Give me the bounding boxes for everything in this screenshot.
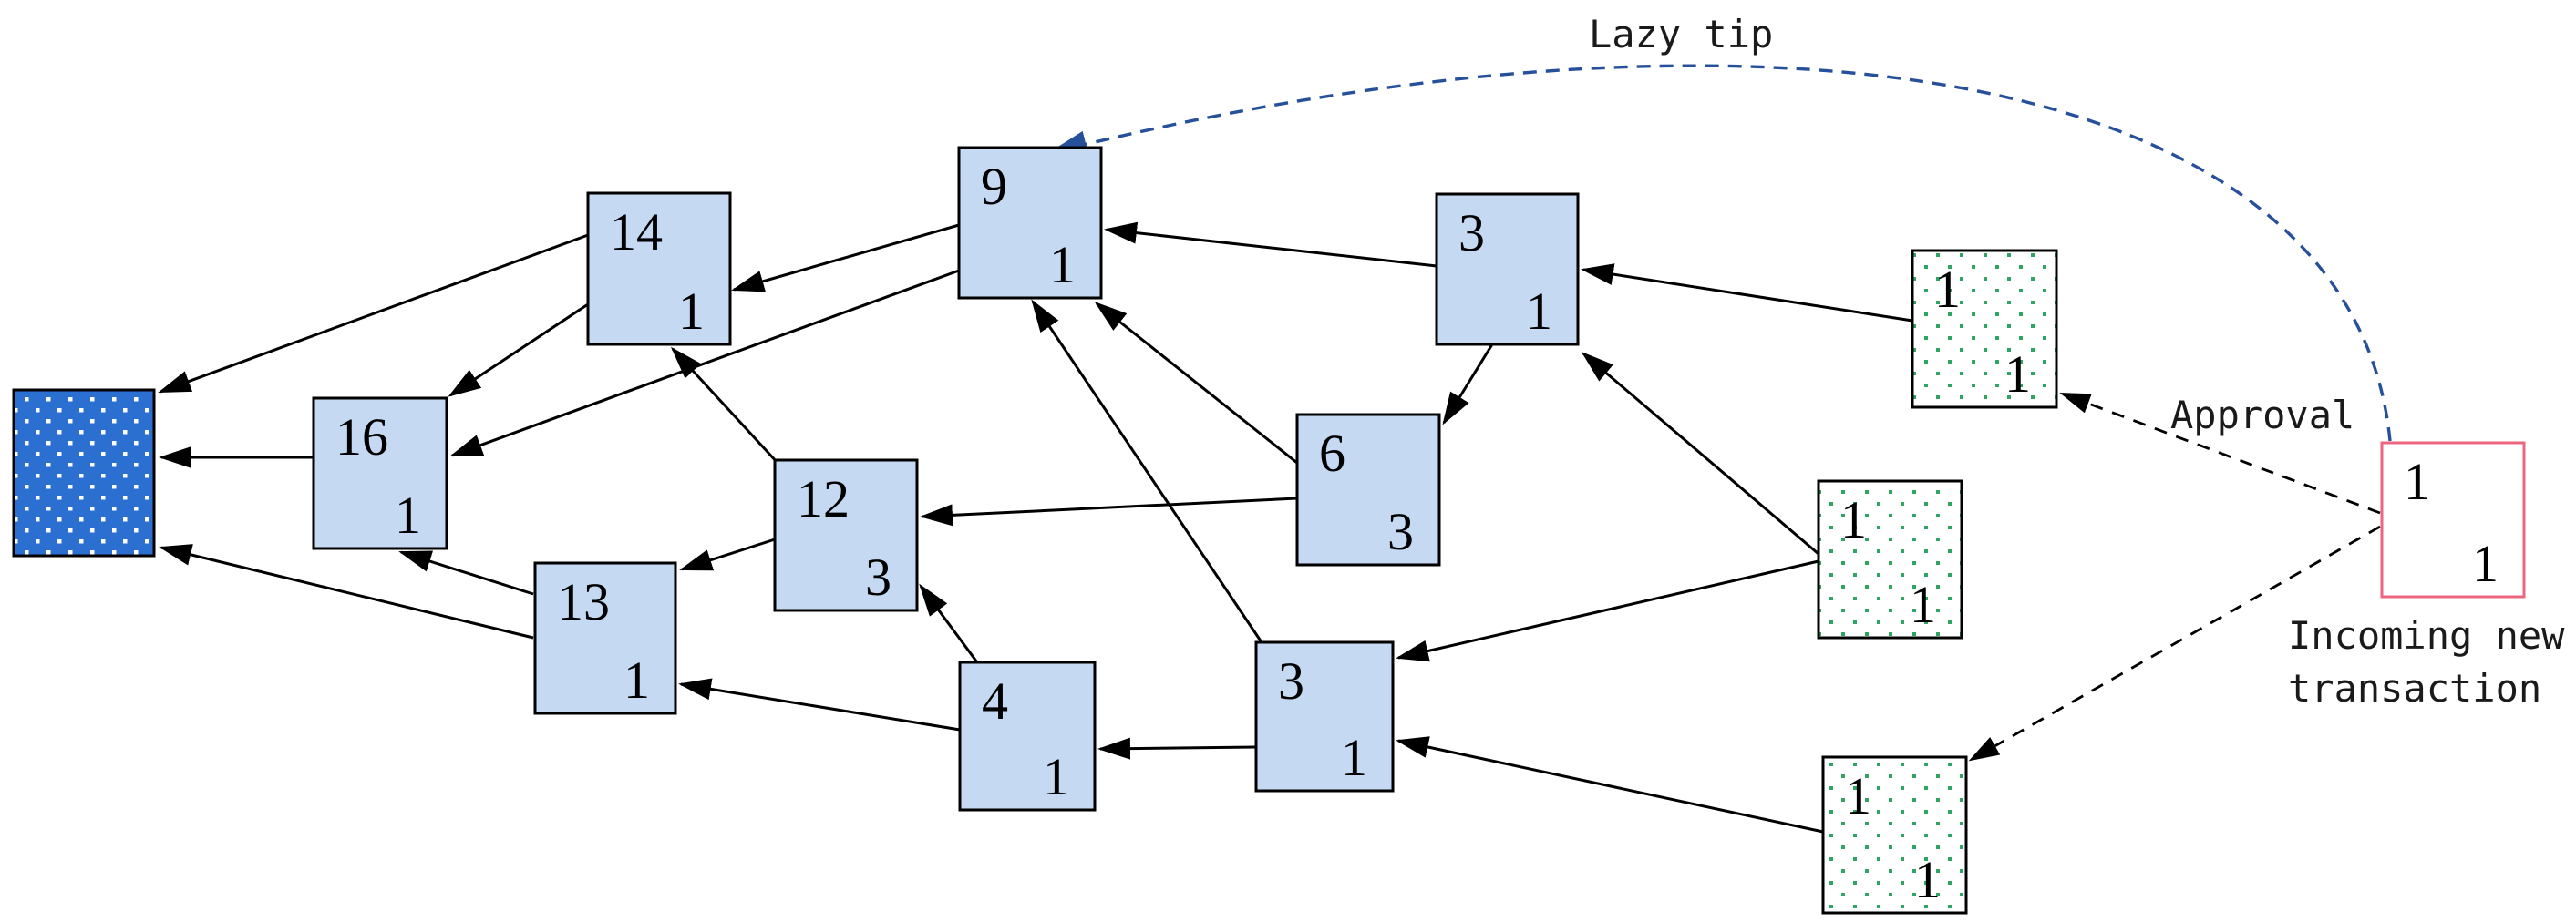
- approval-label: Approval: [2170, 393, 2354, 437]
- tangle-node-12: 12 3: [773, 458, 919, 612]
- tangle-node-incoming: 11: [2380, 441, 2526, 599]
- node-box-tip-c: [1821, 755, 1968, 915]
- edges-layer: [158, 221, 2381, 834]
- node-box-3b: [1254, 640, 1395, 793]
- node-index-text: 12: [797, 469, 850, 528]
- node-box-9: [957, 146, 1103, 300]
- node-weight-text: 1: [2004, 344, 2031, 404]
- node-index-text: 1: [2404, 452, 2430, 511]
- node-index-text: 1: [1934, 260, 1961, 319]
- node-weight-text: 1: [1914, 850, 1941, 909]
- labels-layer: Lazy tip Approval Incoming new transacti…: [1589, 12, 2565, 711]
- node-weight-text: 1: [1341, 728, 1367, 787]
- node-weight-text: 1: [2472, 534, 2499, 593]
- incoming-transaction-label-line2: transaction: [2288, 666, 2541, 711]
- node-box-tip-a: [1911, 249, 2058, 409]
- edge-incoming-tip-a: [2059, 392, 2381, 515]
- node-box-genesis: [12, 388, 156, 558]
- node-box-incoming: [2380, 441, 2526, 599]
- node-weight-text: 1: [1526, 282, 1552, 341]
- node-box-tip-b: [1817, 479, 1963, 640]
- edge-12-13: [679, 538, 776, 571]
- edge-3a-9: [1104, 221, 1437, 268]
- node-weight-text: 1: [678, 282, 705, 341]
- edge-13-genesis: [159, 544, 534, 640]
- tangle-node-6: 63: [1295, 413, 1441, 567]
- edge-3b-4: [1097, 737, 1257, 760]
- node-index-text: 13: [557, 572, 610, 631]
- tangle-node-3b: 31: [1254, 640, 1395, 793]
- edge-14-genesis: [158, 233, 589, 394]
- tangle-node-13: 131: [533, 561, 677, 715]
- node-box-3a: [1435, 192, 1580, 346]
- tangle-node-4: 41: [958, 661, 1097, 812]
- node-index-text: 3: [1278, 651, 1304, 711]
- edge-4-12: [919, 583, 979, 663]
- node-index-text: 3: [1458, 203, 1485, 262]
- node-box-16: [312, 396, 448, 550]
- tangle-node-16: 161: [312, 396, 448, 550]
- node-index-text: 1: [1840, 490, 1867, 549]
- edge-9-14: [731, 223, 960, 292]
- tangle-node-9: 91: [957, 146, 1103, 300]
- node-index-text: 14: [610, 202, 663, 261]
- edge-tip-b-3a: [1581, 352, 1819, 556]
- node-weight-text: 1: [623, 651, 650, 710]
- node-weight-text: 3: [865, 548, 891, 607]
- edge-6-12: [920, 497, 1298, 527]
- node-weight-text: 1: [395, 486, 421, 545]
- edge-9-16: [449, 269, 960, 457]
- node-weight-text: 1: [1043, 747, 1069, 806]
- tangle-node-14: 14 1: [586, 191, 732, 346]
- lazy-tip-label: Lazy tip: [1589, 12, 1773, 56]
- edge-3a-6: [1442, 343, 1494, 425]
- incoming-transaction-label-line1: Incoming new: [2288, 613, 2565, 658]
- tangle-node-3a: 31: [1435, 192, 1580, 346]
- tangle-node-tip-a: 11: [1911, 249, 2058, 409]
- node-box-12: [773, 458, 919, 612]
- edge-incoming-tip-c: [1968, 525, 2381, 762]
- node-box-4: [958, 661, 1097, 812]
- edge-tip-a-3a: [1581, 263, 1913, 323]
- tangle-node-genesis: [12, 388, 156, 558]
- edge-3b-9: [1031, 299, 1263, 643]
- node-weight-text: 1: [1049, 235, 1076, 294]
- node-weight-text: 1: [1910, 575, 1936, 634]
- edge-tip-b-3b: [1396, 559, 1819, 662]
- lazy-tip-curve: [1046, 64, 2392, 442]
- node-index-text: 16: [335, 407, 388, 466]
- tangle-node-tip-b: 11: [1817, 479, 1963, 640]
- node-weight-text: 3: [1387, 502, 1414, 561]
- node-box-14: [586, 191, 732, 346]
- edge-6-9: [1094, 302, 1298, 465]
- node-box-6: [1295, 413, 1441, 567]
- edge-14-16: [448, 302, 589, 397]
- node-index-text: 4: [982, 671, 1008, 731]
- node-index-text: 6: [1319, 424, 1345, 483]
- tangle-node-tip-c: 11: [1821, 755, 1968, 915]
- edge-tip-c-3b: [1396, 736, 1824, 834]
- edge-4-13: [678, 678, 961, 732]
- node-index-text: 9: [981, 157, 1007, 216]
- edge-13-16: [398, 550, 534, 596]
- node-index-text: 1: [1845, 766, 1871, 825]
- node-box-13: [533, 561, 677, 715]
- edge-12-14: [670, 346, 779, 465]
